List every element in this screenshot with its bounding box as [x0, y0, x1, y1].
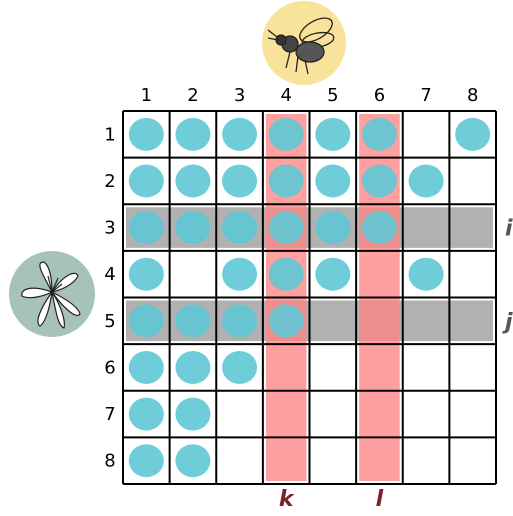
- circle-r3-c1: [129, 211, 164, 244]
- circle-r3-c2: [175, 211, 210, 244]
- column-label: 3: [234, 85, 245, 106]
- row-label: 8: [104, 451, 115, 472]
- circle-r3-c5: [315, 211, 350, 244]
- row-label: 4: [104, 264, 115, 285]
- column-label: 6: [374, 85, 385, 106]
- circle-r7-c2: [175, 398, 210, 431]
- circle-r1-c1: [129, 118, 164, 151]
- circle-r2-c6: [362, 164, 397, 197]
- circle-r2-c3: [222, 164, 257, 197]
- circle-r4-c1: [129, 258, 164, 291]
- circle-r6-c1: [129, 351, 164, 384]
- row-label: 7: [104, 404, 115, 425]
- circle-r5-c1: [129, 304, 164, 337]
- circle-r8-c2: [175, 444, 210, 477]
- column-label: 5: [327, 85, 338, 106]
- bee-icon: [262, 1, 346, 85]
- column-marker-l: l: [376, 487, 384, 512]
- row-label: 2: [104, 171, 115, 192]
- circle-r5-c2: [175, 304, 210, 337]
- circle-r2-c5: [315, 164, 350, 197]
- circle-r1-c6: [362, 118, 397, 151]
- row-label: 1: [104, 124, 115, 145]
- circle-r4-c5: [315, 258, 350, 291]
- circle-r6-c3: [222, 351, 257, 384]
- column-label: 1: [141, 85, 152, 106]
- circle-r1-c8: [455, 118, 490, 151]
- circle-r2-c1: [129, 164, 164, 197]
- column-marker-k: k: [279, 487, 295, 512]
- row-marker-j: j: [502, 310, 513, 335]
- circle-r3-c4: [269, 211, 304, 244]
- circle-r7-c1: [129, 398, 164, 431]
- circle-r4-c4: [269, 258, 304, 291]
- circle-r3-c3: [222, 211, 257, 244]
- circle-r5-c4: [269, 304, 304, 337]
- column-label: 8: [467, 85, 478, 106]
- lily-flower-icon: [9, 251, 95, 337]
- column-label: 2: [187, 85, 198, 106]
- circle-r3-c6: [362, 211, 397, 244]
- row-label: 5: [104, 311, 115, 332]
- row-label: 3: [104, 218, 115, 239]
- circle-r8-c1: [129, 444, 164, 477]
- circle-r2-c4: [269, 164, 304, 197]
- row-marker-i: i: [505, 217, 513, 242]
- circle-r4-c7: [409, 258, 444, 291]
- circle-r5-c3: [222, 304, 257, 337]
- circle-r1-c3: [222, 118, 257, 151]
- circle-r2-c7: [409, 164, 444, 197]
- circle-r1-c5: [315, 118, 350, 151]
- circle-r1-c2: [175, 118, 210, 151]
- column-label: 7: [420, 85, 431, 106]
- circle-r4-c3: [222, 258, 257, 291]
- column-label: 4: [280, 85, 291, 106]
- circle-r6-c2: [175, 351, 210, 384]
- circle-r1-c4: [269, 118, 304, 151]
- circle-r2-c2: [175, 164, 210, 197]
- row-label: 6: [104, 357, 115, 378]
